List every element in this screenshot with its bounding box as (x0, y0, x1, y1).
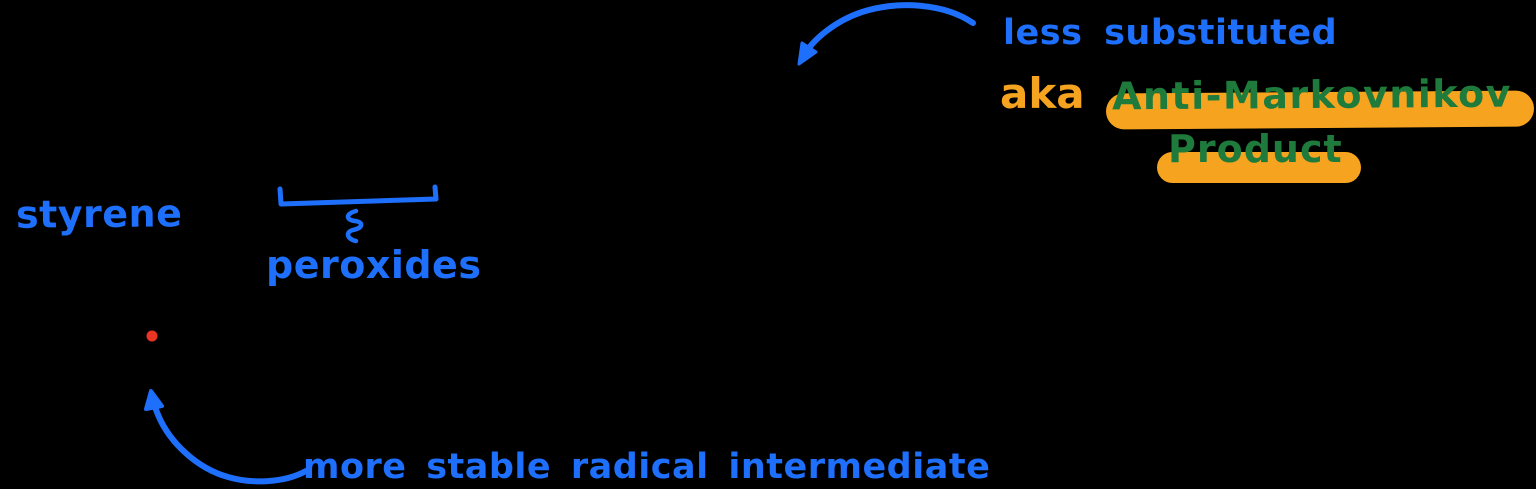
styrene-label: styrene (15, 191, 183, 237)
peroxides-label: peroxides (266, 243, 482, 287)
radical-dot-icon (146, 330, 158, 342)
curved-arrow-bottom-icon (144, 389, 309, 485)
anti-markovnikov-label: Anti-Markovnikov (1111, 71, 1513, 119)
more-stable-radical-intermediate-label: more stable radical intermediate (303, 447, 991, 487)
product-label: Product (1168, 127, 1343, 171)
curved-arrow-top-icon (797, 2, 976, 66)
aka-label: aka (1000, 69, 1085, 118)
less-substituted-label: less substituted (1003, 13, 1338, 53)
reagent-bracket-icon (277, 184, 439, 207)
squiggle-connector-icon (345, 208, 364, 244)
highlight-bar-product (1157, 152, 1361, 183)
